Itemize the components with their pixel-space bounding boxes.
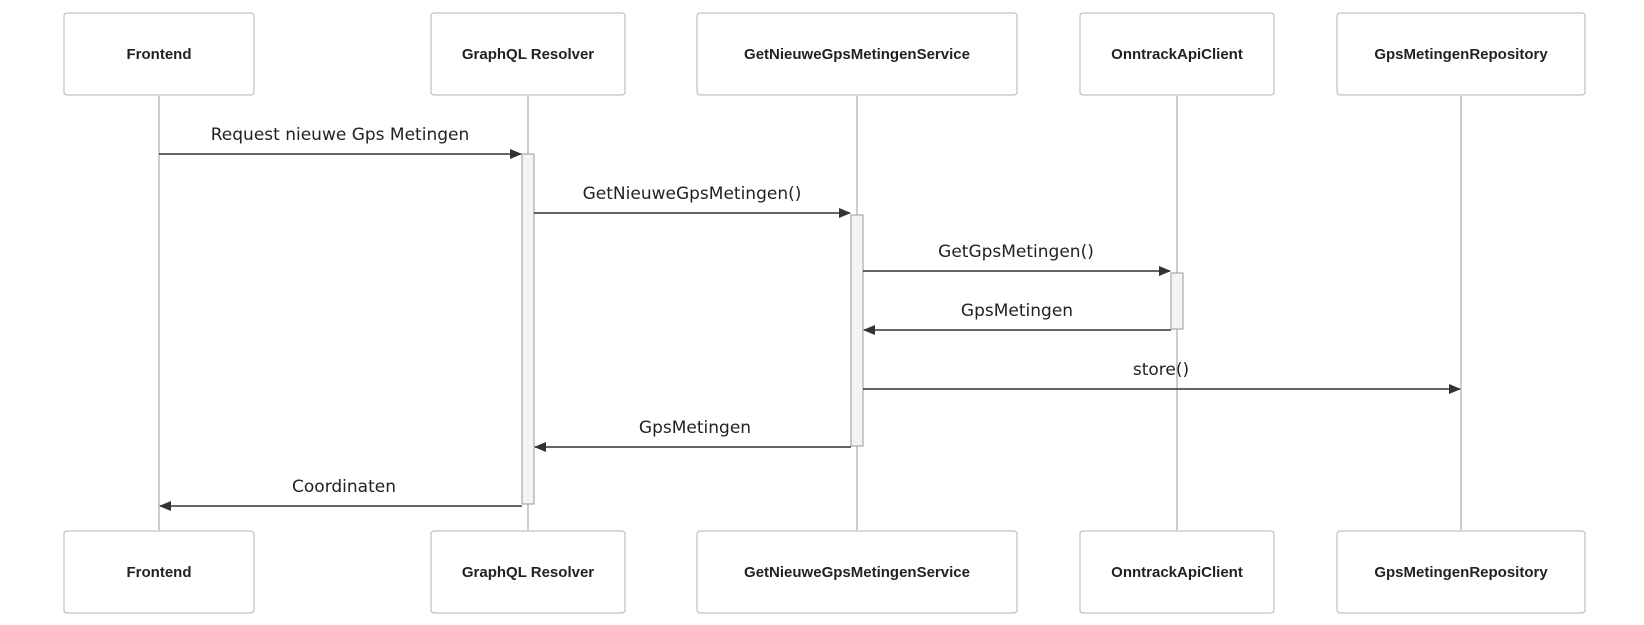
message-label: GetNieuweGpsMetingen() bbox=[583, 184, 802, 204]
activation-service bbox=[850, 214, 864, 447]
actor-frontend-bottom: Frontend bbox=[63, 530, 255, 614]
actor-label: OnntrackApiClient bbox=[1111, 46, 1243, 63]
message-get-gps-metingen: GetGpsMetingen() bbox=[863, 242, 1171, 276]
message-label: GetGpsMetingen() bbox=[938, 242, 1094, 262]
message-get-nieuwe-gps-metingen: GetNieuweGpsMetingen() bbox=[534, 184, 851, 218]
actor-box bbox=[63, 530, 255, 614]
actor-gps-metingen-repository-top: GpsMetingenRepository bbox=[1336, 12, 1586, 96]
actors-bottom: Frontend GraphQL Resolver GetNieuweGpsMe… bbox=[63, 530, 1586, 614]
actor-label: GpsMetingenRepository bbox=[1374, 564, 1548, 581]
activation-onntrack-api-client bbox=[1170, 272, 1184, 330]
actor-service-bottom: GetNieuweGpsMetingenService bbox=[696, 530, 1018, 614]
actor-box bbox=[696, 12, 1018, 96]
actor-label: Frontend bbox=[127, 46, 192, 63]
actor-label: GpsMetingenRepository bbox=[1374, 46, 1548, 63]
actor-label: GraphQL Resolver bbox=[462, 46, 594, 63]
activations bbox=[521, 153, 1184, 505]
actor-graphql-resolver-top: GraphQL Resolver bbox=[430, 12, 626, 96]
actor-onntrack-api-client-bottom: OnntrackApiClient bbox=[1079, 530, 1275, 614]
message-label: Coordinaten bbox=[292, 477, 396, 497]
lifelines bbox=[158, 96, 1462, 530]
actor-box bbox=[1336, 12, 1586, 96]
actor-onntrack-api-client-top: OnntrackApiClient bbox=[1079, 12, 1275, 96]
actor-box bbox=[1079, 530, 1275, 614]
actor-graphql-resolver-bottom: GraphQL Resolver bbox=[430, 530, 626, 614]
actor-box bbox=[696, 530, 1018, 614]
message-label: GpsMetingen bbox=[639, 418, 751, 438]
messages: Request nieuwe Gps Metingen GetNieuweGps… bbox=[159, 125, 1461, 511]
message-label: GpsMetingen bbox=[961, 301, 1073, 321]
actor-label: GetNieuweGpsMetingenService bbox=[744, 46, 970, 63]
actor-label: GetNieuweGpsMetingenService bbox=[744, 564, 970, 581]
actor-service-top: GetNieuweGpsMetingenService bbox=[696, 12, 1018, 96]
message-gps-metingen-return-to-service: GpsMetingen bbox=[863, 301, 1171, 335]
actor-box bbox=[1336, 530, 1586, 614]
actor-box bbox=[430, 530, 626, 614]
actor-label: GraphQL Resolver bbox=[462, 564, 594, 581]
message-gps-metingen-return-to-resolver: GpsMetingen bbox=[534, 418, 851, 452]
message-request-nieuwe-gps-metingen: Request nieuwe Gps Metingen bbox=[159, 125, 522, 159]
message-store: store() bbox=[863, 360, 1461, 394]
actor-box bbox=[63, 12, 255, 96]
message-label: Request nieuwe Gps Metingen bbox=[211, 125, 470, 145]
actor-label: Frontend bbox=[127, 564, 192, 581]
message-coordinaten: Coordinaten bbox=[159, 477, 522, 511]
actor-frontend-top: Frontend bbox=[63, 12, 255, 96]
actor-label: OnntrackApiClient bbox=[1111, 564, 1243, 581]
message-label: store() bbox=[1133, 360, 1189, 380]
actor-box bbox=[430, 12, 626, 96]
actor-gps-metingen-repository-bottom: GpsMetingenRepository bbox=[1336, 530, 1586, 614]
activation-graphql-resolver bbox=[521, 153, 535, 505]
actor-box bbox=[1079, 12, 1275, 96]
actors-top: Frontend GraphQL Resolver GetNieuweGpsMe… bbox=[63, 12, 1586, 96]
